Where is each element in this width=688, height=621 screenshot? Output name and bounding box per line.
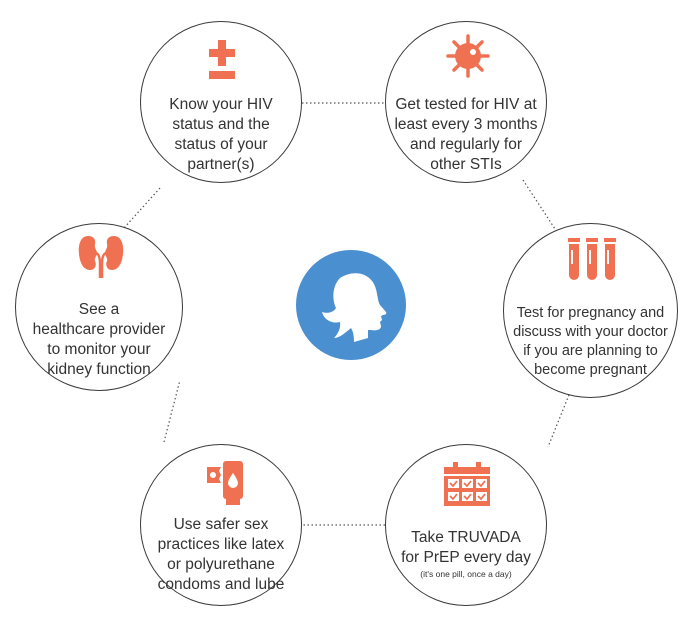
center-hub: [296, 250, 406, 360]
step-safer-sex: Use safer sex practices like latex or po…: [140, 444, 302, 606]
step-pregnancy-test-text: Test for pregnancy and discuss with your…: [513, 305, 668, 378]
step-kidney-function: See a healthcare provider to monitor you…: [15, 223, 183, 391]
woman-profile-icon: [322, 273, 387, 342]
step-know-status-text: Know your HIV status and the status of y…: [169, 96, 273, 173]
step-take-truvada-main: Take TRUVADA for PrEP every day: [401, 529, 531, 566]
calendar-icon: [444, 462, 490, 506]
plus-minus-icon: [209, 40, 235, 79]
step-take-truvada: Take TRUVADA for PrEP every day (it's on…: [385, 444, 547, 606]
connector-2-3: [522, 179, 558, 233]
step-take-truvada-text: Take TRUVADA for PrEP every day (it's on…: [386, 528, 546, 580]
condom-lube-icon: [207, 461, 243, 505]
virus-icon: [446, 34, 490, 78]
step-get-tested-text: Get tested for HIV at least every 3 mont…: [394, 96, 538, 173]
step-take-truvada-note: (it's one pill, once a day): [420, 569, 512, 579]
step-know-status: Know your HIV status and the status of y…: [140, 21, 302, 183]
test-tubes-icon: [568, 238, 616, 280]
kidneys-icon: [78, 236, 124, 278]
step-pregnancy-test: Test for pregnancy and discuss with your…: [503, 223, 678, 398]
step-safer-sex-text: Use safer sex practices like latex or po…: [157, 516, 285, 593]
connector-5-6: [163, 379, 181, 443]
step-get-tested: Get tested for HIV at least every 3 mont…: [385, 21, 547, 183]
step-kidney-function-text: See a healthcare provider to monitor you…: [32, 301, 166, 378]
